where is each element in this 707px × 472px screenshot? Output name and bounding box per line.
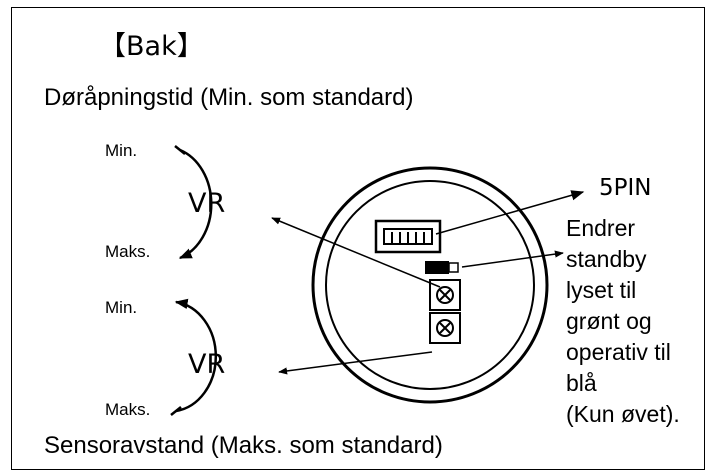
lower-dial-max-label: Maks. [105,400,151,419]
lower-dial-min-label: Min. [105,298,138,317]
led-color-switch [425,261,459,274]
arrow-to-lower-dial [278,351,433,375]
upper-dial-min-label: Min. [105,141,138,160]
connector-5pin [374,219,442,254]
led-note-line: operativ til [566,339,671,365]
upper-dial-name: VR [188,188,226,219]
lower-dial-name: VR [188,349,226,380]
diagram-frame [11,7,705,470]
section-title: 【Bak】 [99,31,204,62]
door-open-time-caption: Døråpningstid (Min. som standard) [44,84,414,111]
arrow-to-upper-dial [271,217,441,288]
arrow-to-5pin-label [435,190,585,235]
led-note-line: lyset til [566,277,637,303]
led-note: Endrer standby lyset til grønt og operat… [566,213,707,430]
upper-dial-arc [174,145,213,260]
led-note-line: blå [566,370,597,396]
arrow-to-led-note [461,250,564,268]
led-note-line: (Kun øvet). [566,401,680,427]
potentiometer-lower [429,312,461,344]
led-note-line: standby [566,246,647,272]
lower-dial-arc [170,298,218,416]
upper-dial-max-label: Maks. [105,242,151,261]
led-note-line: Endrer [566,215,636,241]
connector-5pin-label: 5PIN [599,175,652,201]
device-housing [311,166,549,404]
led-note-line: grønt og [566,308,652,334]
sensor-distance-caption: Sensoravstand (Maks. som standard) [44,432,443,459]
